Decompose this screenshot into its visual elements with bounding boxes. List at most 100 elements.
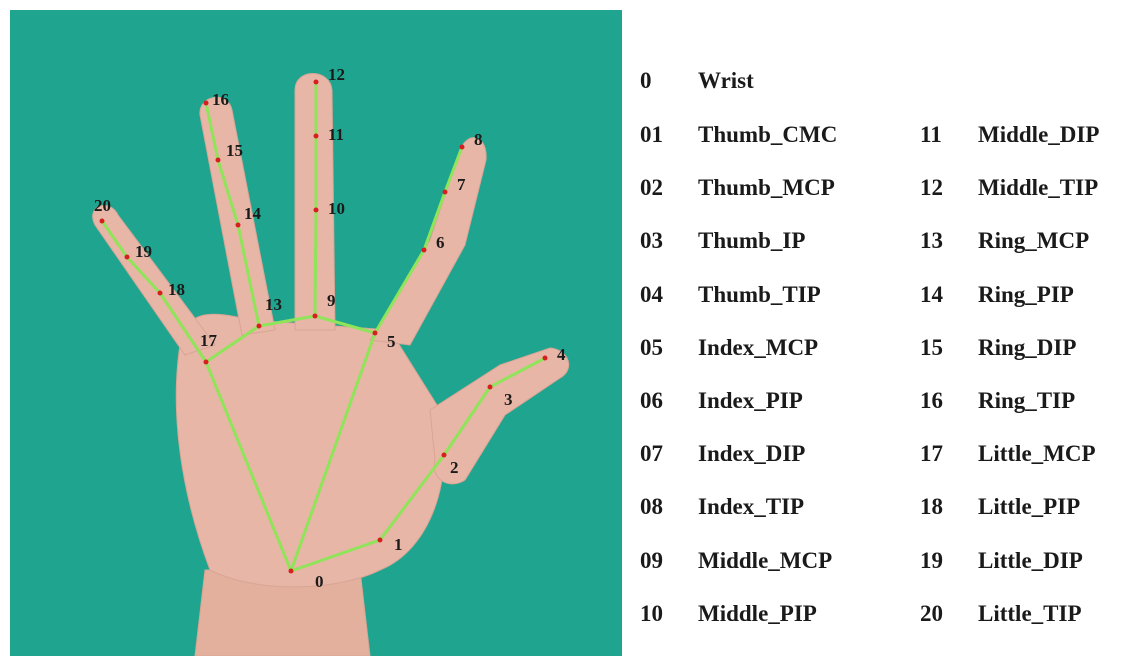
legend-item: 13Ring_MCP bbox=[920, 226, 943, 256]
legend-item: 01Thumb_CMC bbox=[640, 120, 663, 150]
keypoint-label: 9 bbox=[327, 291, 336, 310]
keypoint-dot bbox=[216, 158, 221, 163]
legend-item-number: 04 bbox=[640, 280, 663, 310]
legend-item-name: Ring_MCP bbox=[978, 226, 1089, 256]
keypoint-label: 5 bbox=[387, 332, 396, 351]
legend-item: 09Middle_MCP bbox=[640, 546, 663, 576]
legend-item: 14Ring_PIP bbox=[920, 280, 943, 310]
keypoint-label: 1 bbox=[394, 535, 403, 554]
keypoint-dot bbox=[125, 255, 130, 260]
keypoint-dot bbox=[488, 385, 493, 390]
keypoint-dot bbox=[313, 314, 318, 319]
keypoint-dot bbox=[422, 248, 427, 253]
keypoint-label: 4 bbox=[557, 345, 566, 364]
legend-item-number: 11 bbox=[920, 120, 942, 150]
legend-item: 12Middle_TIP bbox=[920, 173, 943, 203]
hand-photo: 01234567891011121314151617181920 bbox=[10, 10, 622, 656]
legend-item-number: 12 bbox=[920, 173, 943, 203]
keypoint-dot bbox=[314, 80, 319, 85]
legend-item: 15Ring_DIP bbox=[920, 333, 943, 363]
legend-item-name: Ring_PIP bbox=[978, 280, 1074, 310]
keypoint-dot bbox=[158, 291, 163, 296]
legend-item-number: 06 bbox=[640, 386, 663, 416]
keypoint-label: 6 bbox=[436, 233, 445, 252]
keypoint-dot bbox=[442, 453, 447, 458]
legend-item: 20Little_TIP bbox=[920, 599, 943, 629]
legend-item-name: Ring_TIP bbox=[978, 386, 1075, 416]
keypoint-dot bbox=[460, 145, 465, 150]
keypoint-label: 10 bbox=[328, 199, 345, 218]
keypoint-label: 17 bbox=[200, 331, 218, 350]
keypoint-label: 2 bbox=[450, 458, 459, 477]
keypoint-label: 19 bbox=[135, 242, 152, 261]
keypoint-dot bbox=[314, 208, 319, 213]
keypoint-label: 7 bbox=[457, 175, 466, 194]
keypoint-dot bbox=[236, 223, 241, 228]
legend-item-number: 07 bbox=[640, 439, 663, 469]
legend-item-name: Middle_MCP bbox=[698, 546, 832, 576]
legend-item-name: Index_MCP bbox=[698, 333, 818, 363]
legend-item-number: 19 bbox=[920, 546, 943, 576]
keypoint-label: 14 bbox=[244, 204, 262, 223]
keypoint-label: 20 bbox=[94, 196, 111, 215]
legend-item: 07Index_DIP bbox=[640, 439, 663, 469]
legend-item-number: 10 bbox=[640, 599, 663, 629]
keypoint-label: 12 bbox=[328, 65, 345, 84]
legend-item: 11Middle_DIP bbox=[920, 120, 942, 150]
legend-item-name: Middle_TIP bbox=[978, 173, 1098, 203]
legend-item-name: Thumb_TIP bbox=[698, 280, 821, 310]
legend-item-number: 08 bbox=[640, 492, 663, 522]
legend-item-name: Thumb_MCP bbox=[698, 173, 835, 203]
keypoint-dot bbox=[204, 101, 209, 106]
keypoint-dot bbox=[314, 134, 319, 139]
keypoint-dot bbox=[204, 360, 209, 365]
legend-item-number: 0 bbox=[640, 66, 652, 96]
legend-item: 02Thumb_MCP bbox=[640, 173, 663, 203]
legend-item-name: Little_TIP bbox=[978, 599, 1082, 629]
legend-item: 05Index_MCP bbox=[640, 333, 663, 363]
legend-item-name: Little_DIP bbox=[978, 546, 1083, 576]
keypoint-dot bbox=[100, 219, 105, 224]
keypoint-label: 3 bbox=[504, 390, 513, 409]
legend-item-name: Little_MCP bbox=[978, 439, 1096, 469]
legend-item-name: Thumb_CMC bbox=[698, 120, 837, 150]
legend-item: 19Little_DIP bbox=[920, 546, 943, 576]
legend-item: 06Index_PIP bbox=[640, 386, 663, 416]
legend-item-number: 14 bbox=[920, 280, 943, 310]
keypoint-label: 16 bbox=[212, 90, 229, 109]
legend-item-name: Index_TIP bbox=[698, 492, 804, 522]
legend-item-number: 20 bbox=[920, 599, 943, 629]
keypoint-label: 8 bbox=[474, 130, 483, 149]
keypoint-label: 18 bbox=[168, 280, 185, 299]
legend-item-number: 17 bbox=[920, 439, 943, 469]
legend-item-number: 09 bbox=[640, 546, 663, 576]
legend-item: 0Wrist bbox=[640, 66, 652, 96]
legend-item-name: Index_PIP bbox=[698, 386, 803, 416]
keypoint-dot bbox=[543, 356, 548, 361]
legend-item: 08Index_TIP bbox=[640, 492, 663, 522]
legend-item-name: Middle_PIP bbox=[698, 599, 817, 629]
legend-item-number: 16 bbox=[920, 386, 943, 416]
keypoint-dot bbox=[289, 569, 294, 574]
legend-item-number: 13 bbox=[920, 226, 943, 256]
legend-item-number: 03 bbox=[640, 226, 663, 256]
legend-item-number: 01 bbox=[640, 120, 663, 150]
legend-item: 17Little_MCP bbox=[920, 439, 943, 469]
legend-item: 04Thumb_TIP bbox=[640, 280, 663, 310]
keypoint-dot bbox=[443, 190, 448, 195]
legend-item-number: 05 bbox=[640, 333, 663, 363]
legend-item-number: 18 bbox=[920, 492, 943, 522]
keypoint-dot bbox=[257, 324, 262, 329]
keypoint-label: 15 bbox=[226, 141, 243, 160]
legend-item-name: Middle_DIP bbox=[978, 120, 1099, 150]
keypoint-dot bbox=[378, 538, 383, 543]
legend-item: 03Thumb_IP bbox=[640, 226, 663, 256]
legend-item-name: Little_PIP bbox=[978, 492, 1080, 522]
legend-item-number: 02 bbox=[640, 173, 663, 203]
legend-item: 16Ring_TIP bbox=[920, 386, 943, 416]
legend-item: 10Middle_PIP bbox=[640, 599, 663, 629]
legend-item: 18Little_PIP bbox=[920, 492, 943, 522]
keypoint-label: 13 bbox=[265, 295, 282, 314]
keypoint-dot bbox=[373, 331, 378, 336]
legend-item-name: Index_DIP bbox=[698, 439, 805, 469]
